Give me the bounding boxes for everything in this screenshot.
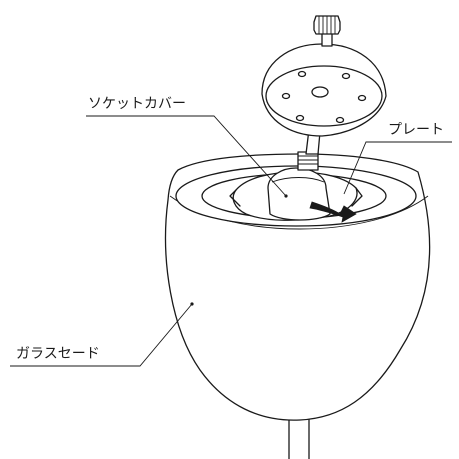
socket-cover	[267, 167, 331, 221]
canopy	[261, 43, 387, 137]
socket-cover-label: ソケットカバー	[88, 96, 186, 112]
top-knob	[313, 15, 341, 47]
glass-shade-label: ガラスセード	[16, 346, 100, 362]
rotate-arrow-icon	[309, 201, 357, 223]
plate-callout: プレート	[343, 122, 452, 195]
socket-cover-callout: ソケットカバー	[86, 96, 288, 198]
bottom-pipe	[288, 418, 310, 459]
threaded-neck	[297, 151, 319, 171]
glass-shade-callout: ガラスセード	[10, 302, 194, 367]
plate-label: プレート	[388, 122, 444, 138]
